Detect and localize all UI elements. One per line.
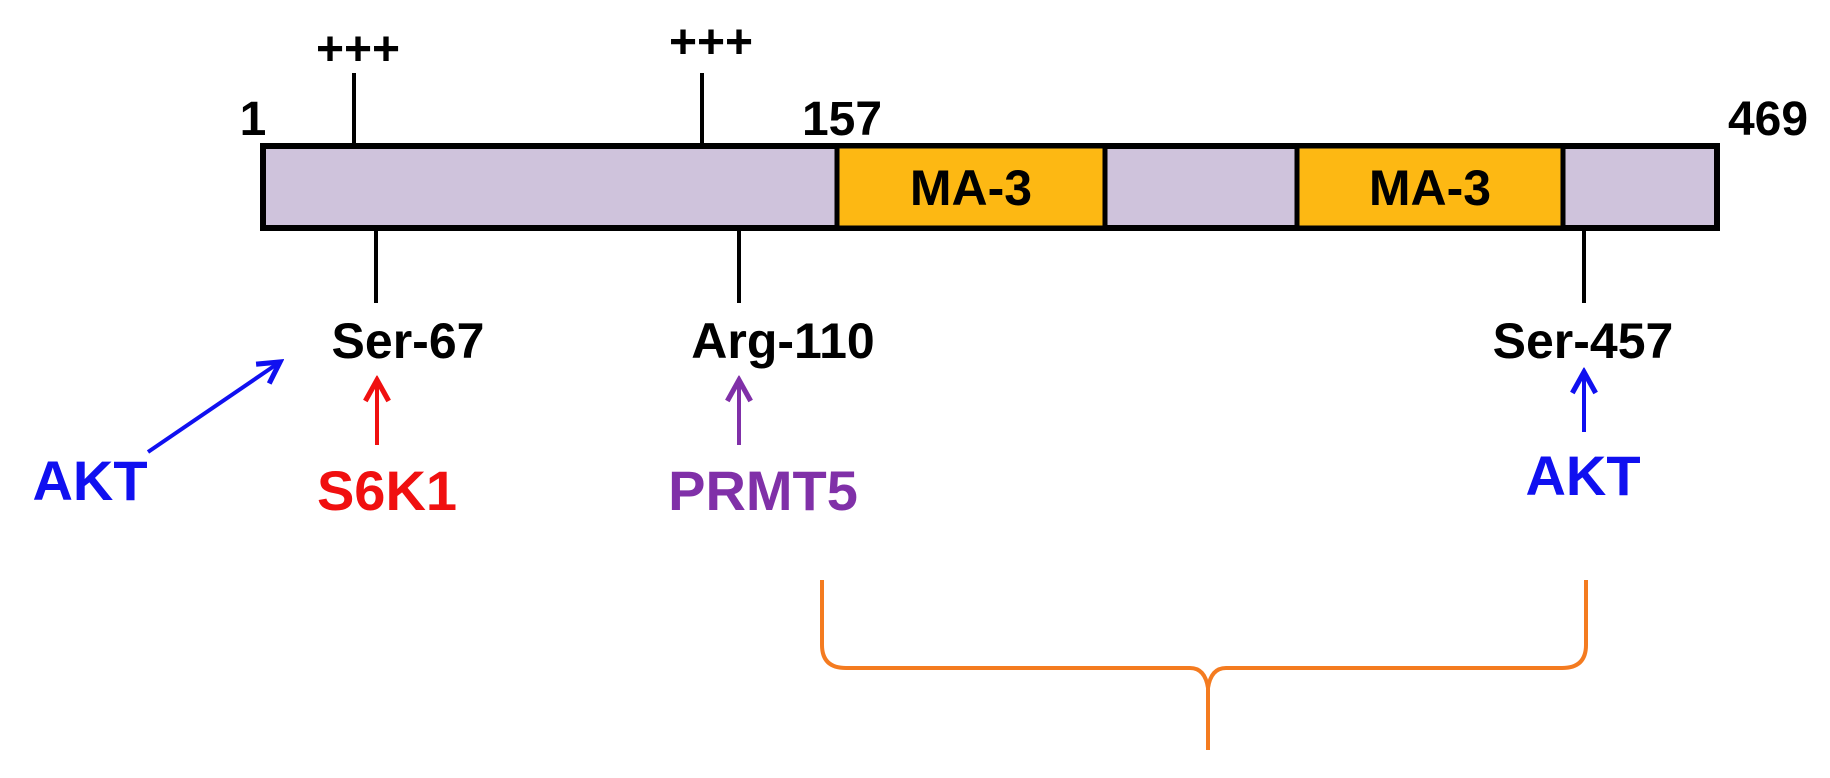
kinase-label-akt-1: AKT — [32, 449, 147, 512]
charge-label-2: +++ — [669, 16, 753, 69]
residue-boundary-label: 157 — [802, 93, 882, 146]
c-terminal-bracket — [820, 580, 1588, 689]
ma3-domain-1 — [834, 143, 1108, 231]
arrow-akt-to-ser67 — [146, 362, 280, 454]
site-label-ser67: Ser-67 — [332, 313, 485, 369]
ma3-domain-2-label: MA-3 — [1369, 160, 1491, 216]
site-label-ser457: Ser-457 — [1493, 313, 1674, 369]
kinase-label-prmt5: PRMT5 — [668, 459, 858, 522]
residue-end-label: 469 — [1728, 93, 1808, 146]
site-label-arg110: Arg-110 — [691, 313, 874, 369]
kinase-label-s6k1: S6K1 — [317, 459, 457, 522]
residue-start-label: 1 — [240, 93, 267, 146]
kinase-label-akt-2: AKT — [1525, 444, 1640, 507]
ma3-domain-1-label: MA-3 — [910, 160, 1032, 216]
charge-label-1: +++ — [316, 23, 400, 76]
ma3-domain-2 — [1294, 143, 1566, 231]
